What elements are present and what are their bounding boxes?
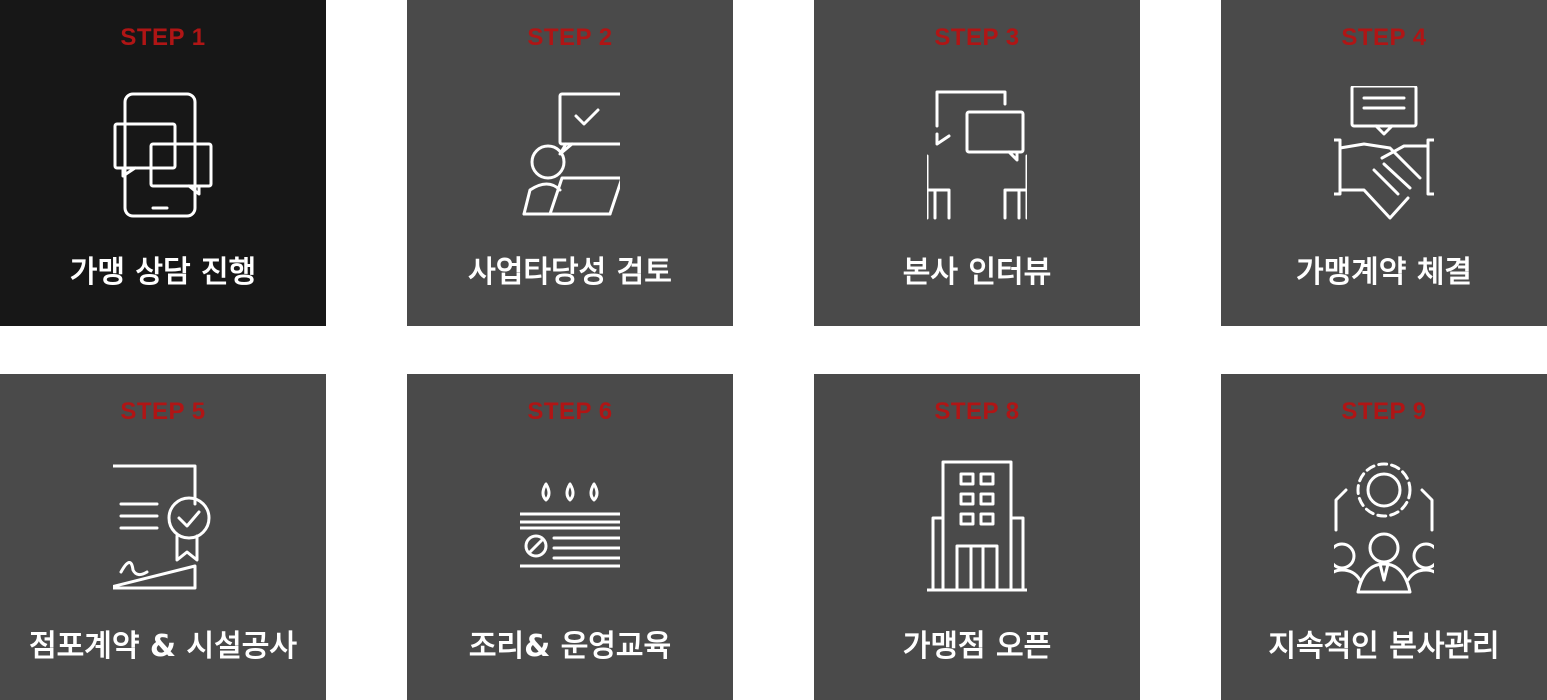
phone-chat-icon [113, 86, 213, 222]
step-title: 가맹점 오픈 [902, 629, 1052, 664]
step-card-4[interactable]: STEP 4 가맹계약 체결 [1221, 0, 1547, 326]
step-label: STEP 1 [120, 24, 206, 51]
step-card-3[interactable]: STEP 3 본사 인터뷰 [814, 0, 1140, 326]
step-title: 사업타당성 검토 [468, 255, 672, 290]
team-management-icon [1320, 460, 1448, 596]
handshake-icon [1316, 84, 1452, 222]
step-label: STEP 9 [1341, 398, 1427, 425]
step-card-8[interactable]: STEP 8 가맹점 오픈 [814, 374, 1140, 700]
step-title: 본사 인터뷰 [902, 255, 1052, 290]
step-card-5[interactable]: STEP 5 점포계약 & 시설공사 [0, 374, 326, 700]
step-label: STEP 2 [527, 24, 613, 51]
step-card-1[interactable]: STEP 1 가맹 상담 진행 [0, 0, 326, 326]
step-card-6[interactable]: STEP 6 조리& 운영교육 [407, 374, 733, 700]
interview-chairs-icon [925, 86, 1029, 222]
step-card-2[interactable]: STEP 2 사업타당성 검토 [407, 0, 733, 326]
certificate-icon [105, 460, 213, 596]
building-icon [925, 460, 1029, 596]
step-label: STEP 5 [120, 398, 206, 425]
step-title: 지속적인 본사관리 [1268, 629, 1500, 664]
step-title: 조리& 운영교육 [468, 629, 672, 664]
step-label: STEP 6 [527, 398, 613, 425]
step-label: STEP 4 [1341, 24, 1427, 51]
step-title: 점포계약 & 시설공사 [29, 629, 297, 664]
step-card-9[interactable]: STEP 9 지속적인 본사관리 [1221, 374, 1547, 700]
laptop-review-icon [520, 86, 624, 222]
step-label: STEP 3 [934, 24, 1020, 51]
step-title: 가맹계약 체결 [1295, 255, 1473, 290]
step-label: STEP 8 [934, 398, 1020, 425]
step-title: 가맹 상담 진행 [69, 255, 257, 290]
cooking-pot-icon [504, 460, 636, 596]
